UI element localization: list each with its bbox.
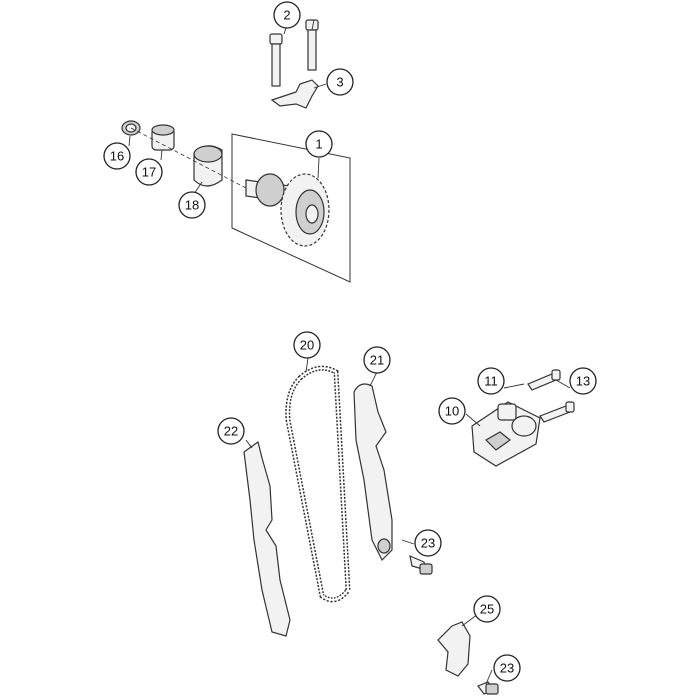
needle-bearing bbox=[151, 124, 175, 151]
callout-10: 10 bbox=[438, 397, 466, 425]
callout-18: 18 bbox=[178, 191, 206, 219]
callout-16: 16 bbox=[103, 142, 131, 170]
callout-1: 1 bbox=[305, 130, 333, 158]
svg-text:22: 22 bbox=[224, 424, 238, 439]
callout-11: 11 bbox=[477, 367, 505, 395]
svg-text:23: 23 bbox=[500, 661, 514, 676]
bearing-bracket bbox=[270, 79, 319, 109]
svg-text:10: 10 bbox=[445, 404, 459, 419]
svg-text:3: 3 bbox=[336, 75, 343, 90]
callout-23-upper: 23 bbox=[414, 529, 442, 557]
tensioner-bolts bbox=[527, 369, 575, 423]
bearing-ring bbox=[193, 145, 223, 187]
svg-text:20: 20 bbox=[300, 338, 314, 353]
timing-chain bbox=[285, 365, 351, 603]
rail-bolt-upper bbox=[409, 554, 433, 575]
callout-13: 13 bbox=[569, 367, 597, 395]
svg-text:17: 17 bbox=[142, 165, 156, 180]
callout-22: 22 bbox=[217, 417, 245, 445]
rail-bolt-lower bbox=[477, 681, 499, 695]
camshaft-bolts bbox=[269, 19, 319, 87]
svg-text:16: 16 bbox=[110, 149, 124, 164]
camshaft-assembly bbox=[231, 133, 351, 283]
callout-25: 25 bbox=[473, 595, 501, 623]
callout-21: 21 bbox=[363, 346, 391, 374]
callout-23-lower: 23 bbox=[493, 654, 521, 682]
callout-20: 20 bbox=[293, 331, 321, 359]
chain-tensioner bbox=[471, 401, 541, 467]
callout-2: 2 bbox=[273, 1, 301, 29]
svg-text:11: 11 bbox=[484, 374, 498, 389]
callout-3: 3 bbox=[326, 68, 354, 96]
chain-guide-plate bbox=[437, 621, 471, 677]
svg-text:18: 18 bbox=[185, 198, 199, 213]
leader-lines bbox=[128, 19, 571, 685]
tensioner-rail bbox=[353, 383, 393, 562]
svg-text:13: 13 bbox=[576, 374, 590, 389]
svg-text:25: 25 bbox=[480, 602, 494, 617]
svg-text:1: 1 bbox=[315, 137, 322, 152]
svg-text:23: 23 bbox=[421, 536, 435, 551]
svg-text:2: 2 bbox=[283, 8, 290, 23]
guide-rail bbox=[243, 440, 291, 637]
svg-text:21: 21 bbox=[370, 353, 384, 368]
callout-17: 17 bbox=[135, 158, 163, 186]
